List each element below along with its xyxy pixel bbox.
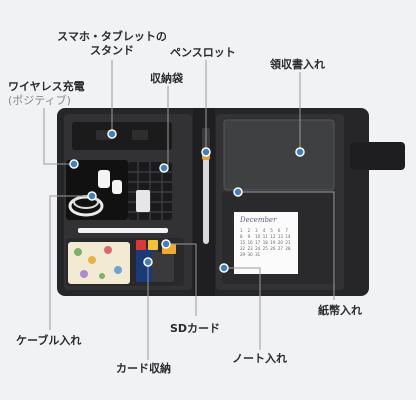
label-wireless: ワイヤレス充電 (ポジティブ) — [8, 80, 85, 108]
calendar-day: 25 — [262, 246, 268, 251]
calendar-day: 26 — [270, 246, 276, 251]
closure-strap — [350, 142, 405, 170]
calendar-day: 18 — [262, 240, 268, 245]
receipt-window — [223, 119, 335, 191]
label-pen-slot: ペンスロット — [170, 46, 236, 59]
calendar-day: 10 — [255, 234, 261, 239]
calendar-day: 6 — [277, 228, 281, 233]
calendar-day: 1 — [240, 228, 243, 233]
label-wireless-line2: (ポジティブ) — [8, 94, 71, 107]
label-note: ノート入れ — [232, 352, 287, 365]
label-sd-card: SDカード — [170, 322, 221, 335]
label-cable: ケーブル入れ — [16, 334, 82, 347]
calendar-day: 14 — [285, 234, 291, 239]
calendar-day: 19 — [270, 240, 276, 245]
label-stand-line2: スタンド — [90, 44, 134, 57]
stylus — [78, 228, 168, 233]
calendar-day: 22 — [240, 246, 246, 251]
sd-card-1 — [136, 240, 146, 250]
calendar-day: 31 — [255, 252, 261, 257]
calendar-day: 27 — [277, 246, 283, 251]
calendar-day: 29 — [240, 252, 246, 257]
calendar-day: 20 — [277, 240, 283, 245]
calendar-day: 15 — [240, 240, 246, 245]
sd-card-2 — [148, 240, 158, 250]
label-card: カード収納 — [116, 362, 171, 375]
calendar-day: 24 — [255, 246, 261, 251]
calendar-day: 9 — [247, 234, 251, 239]
stand-slot — [72, 122, 172, 150]
calendar-day: 3 — [255, 228, 258, 233]
calendar-day: 5 — [270, 228, 273, 233]
label-storage-bag: 収納袋 — [150, 72, 183, 85]
calendar-month: December — [240, 216, 277, 224]
calendar-day: 2 — [247, 228, 251, 233]
calendar-day: 23 — [247, 246, 253, 251]
calendar-day: 11 — [262, 234, 268, 239]
calendar-day: 8 — [240, 234, 243, 239]
label-stand: スマホ・タブレットの スタンド — [56, 30, 168, 58]
calendar-day: 16 — [247, 240, 253, 245]
label-receipt: 領収書入れ — [270, 58, 325, 71]
calendar-day: 30 — [247, 252, 253, 257]
label-stand-line1: スマホ・タブレットの — [57, 30, 167, 43]
calendar-day: 21 — [285, 240, 291, 245]
calendar-day: 28 — [285, 246, 291, 251]
calendar-day: 7 — [285, 228, 288, 233]
calendar-day: 13 — [277, 234, 283, 239]
credit-card-2 — [152, 252, 174, 282]
calendar-grid: 1 2 3 4 5 6 7 8 9 10 11 12 13 14 15 16 1… — [240, 228, 292, 257]
label-wireless-line1: ワイヤレス充電 — [8, 80, 85, 93]
calendar-day: 4 — [262, 228, 266, 233]
calendar-day: 12 — [270, 234, 276, 239]
label-bill: 紙幣入れ — [318, 304, 362, 317]
calendar-day: 17 — [255, 240, 261, 245]
